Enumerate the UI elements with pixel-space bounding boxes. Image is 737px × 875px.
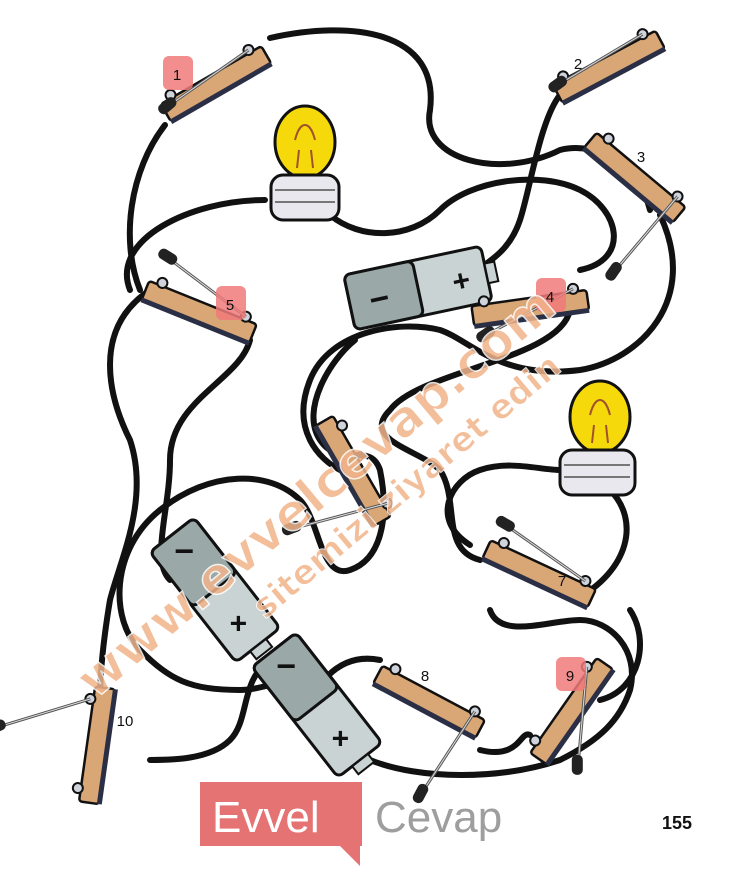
bulb-right (558, 379, 637, 497)
label-highlight (216, 286, 246, 320)
wire (327, 176, 617, 273)
bulb-glass (273, 104, 337, 180)
wire (367, 607, 635, 778)
battery-minus-sign: − (174, 533, 194, 571)
logo-part-2: Cevap (375, 793, 502, 842)
bulb-top (269, 104, 341, 222)
brand-logo: Evvel Cevap (200, 782, 502, 866)
battery-top: − + (343, 245, 500, 331)
wire (378, 307, 573, 563)
watermark: www.evvelcevap.com sitemizi ziyaret edin (65, 275, 570, 710)
battery-lower-left: − + (150, 518, 280, 662)
battery-plus-sign: + (332, 723, 350, 756)
switch-label: 8 (421, 668, 429, 685)
bulb-base (558, 448, 637, 497)
switch-label: 2 (574, 56, 582, 73)
switch-label: 10 (117, 713, 134, 730)
watermark-line-1: www.evvelcevap.com (65, 276, 566, 709)
switch-4: 4 (470, 278, 590, 343)
switch-6: 6 (281, 415, 394, 536)
switch-2: 2 (548, 28, 667, 106)
switch-5: 5 (140, 248, 258, 346)
switch-10: 10 (0, 685, 134, 805)
switch-label: 4 (546, 289, 554, 306)
switch-label: 9 (566, 668, 574, 685)
switch-label: 3 (637, 149, 645, 166)
wire (444, 462, 563, 548)
wire (597, 607, 643, 703)
bulb-glass (568, 379, 632, 455)
wire (124, 197, 268, 293)
wire (97, 287, 153, 703)
switches: 1 2 3 4 5 6 7 8 9 10 (0, 28, 686, 805)
switch-1: 1 (158, 43, 273, 124)
wire (482, 92, 563, 268)
wire (147, 657, 273, 763)
switch-label: 6 (356, 448, 364, 465)
wire (300, 212, 676, 473)
switch-3: 3 (581, 132, 686, 281)
wire (126, 122, 168, 293)
label-highlight (536, 278, 566, 312)
switch-label: 5 (226, 297, 234, 314)
battery-plus-sign: + (230, 608, 248, 641)
switch-label: 7 (558, 573, 566, 590)
switch-9: 9 (529, 657, 616, 775)
logo-part-1: Evvel (212, 793, 320, 842)
switch-7: 7 (481, 515, 597, 611)
label-highlight (163, 56, 193, 90)
bulb-base (269, 173, 341, 222)
battery-minus-sign: − (276, 648, 296, 686)
page-number: 155 (662, 813, 692, 833)
switch-8: 8 (371, 663, 486, 804)
switch-label: 1 (173, 67, 181, 84)
logo-red-box (200, 782, 362, 846)
battery-lower-right: − + (252, 633, 382, 777)
label-highlight (556, 657, 586, 691)
wire (477, 731, 533, 755)
